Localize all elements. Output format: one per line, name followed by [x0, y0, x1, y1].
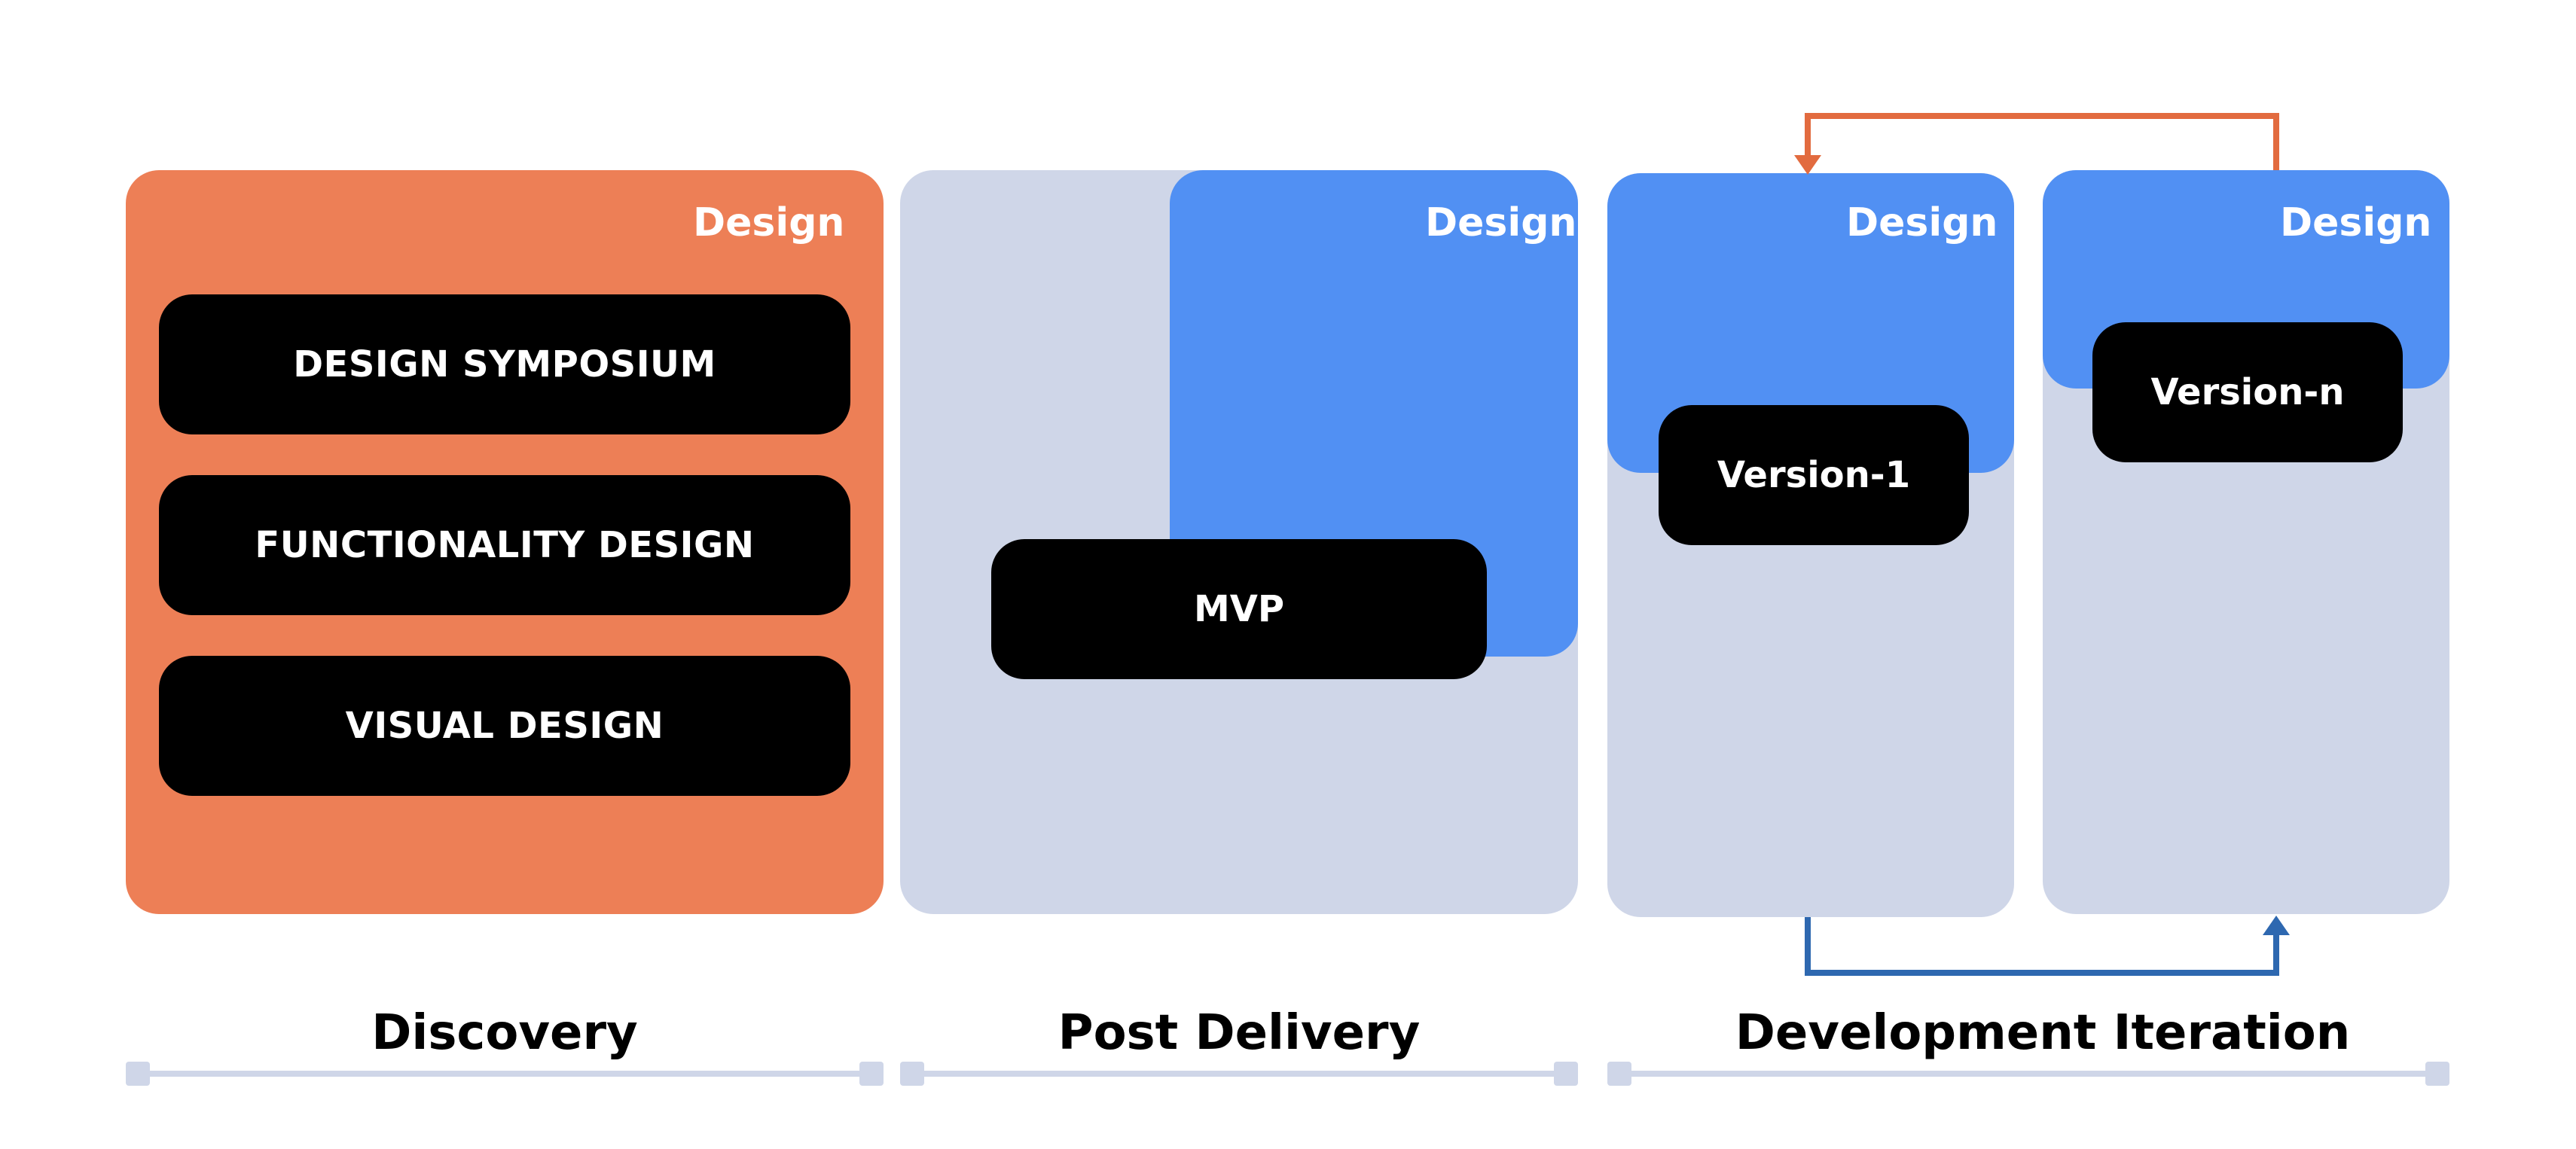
- design-symposium-box: DESIGN SYMPOSIUM: [159, 294, 850, 434]
- post-delivery-timeline: [912, 1071, 1566, 1077]
- development-iteration-timeline-end-marker: [2425, 1062, 2449, 1086]
- mvp-box: MVP: [991, 539, 1487, 679]
- discovery-timeline-end-marker: [859, 1062, 884, 1086]
- visual-design-box: VISUAL DESIGN: [159, 656, 850, 796]
- development-iteration-phase-label: Development Iteration: [1735, 1005, 2351, 1061]
- post-delivery-design-label: Design: [1425, 200, 1577, 245]
- development-iteration-timeline: [1619, 1071, 2437, 1077]
- post-delivery-phase-label: Post Delivery: [1058, 1005, 1421, 1061]
- forward-arrow-line: [1805, 917, 2279, 976]
- post-delivery-timeline-end-marker: [1554, 1062, 1578, 1086]
- discovery-phase-label: Discovery: [371, 1005, 638, 1061]
- development-iteration-timeline-start-marker: [1607, 1062, 1631, 1086]
- post-delivery-timeline-start-marker: [900, 1062, 924, 1086]
- version-n-design-label: Design: [2280, 200, 2432, 245]
- version-1-design-label: Design: [1846, 200, 1998, 245]
- version-1-box: Version-1: [1659, 405, 1969, 545]
- discovery-timeline: [138, 1071, 871, 1077]
- discovery-design-label: Design: [693, 200, 845, 245]
- feedback-arrow-line: [1805, 113, 2279, 170]
- functionality-design-box: FUNCTIONALITY DESIGN: [159, 475, 850, 615]
- discovery-timeline-start-marker: [126, 1062, 150, 1086]
- version-n-box: Version-n: [2092, 322, 2403, 462]
- forward-arrowhead-icon: [2263, 916, 2290, 935]
- feedback-arrowhead-icon: [1794, 155, 1821, 175]
